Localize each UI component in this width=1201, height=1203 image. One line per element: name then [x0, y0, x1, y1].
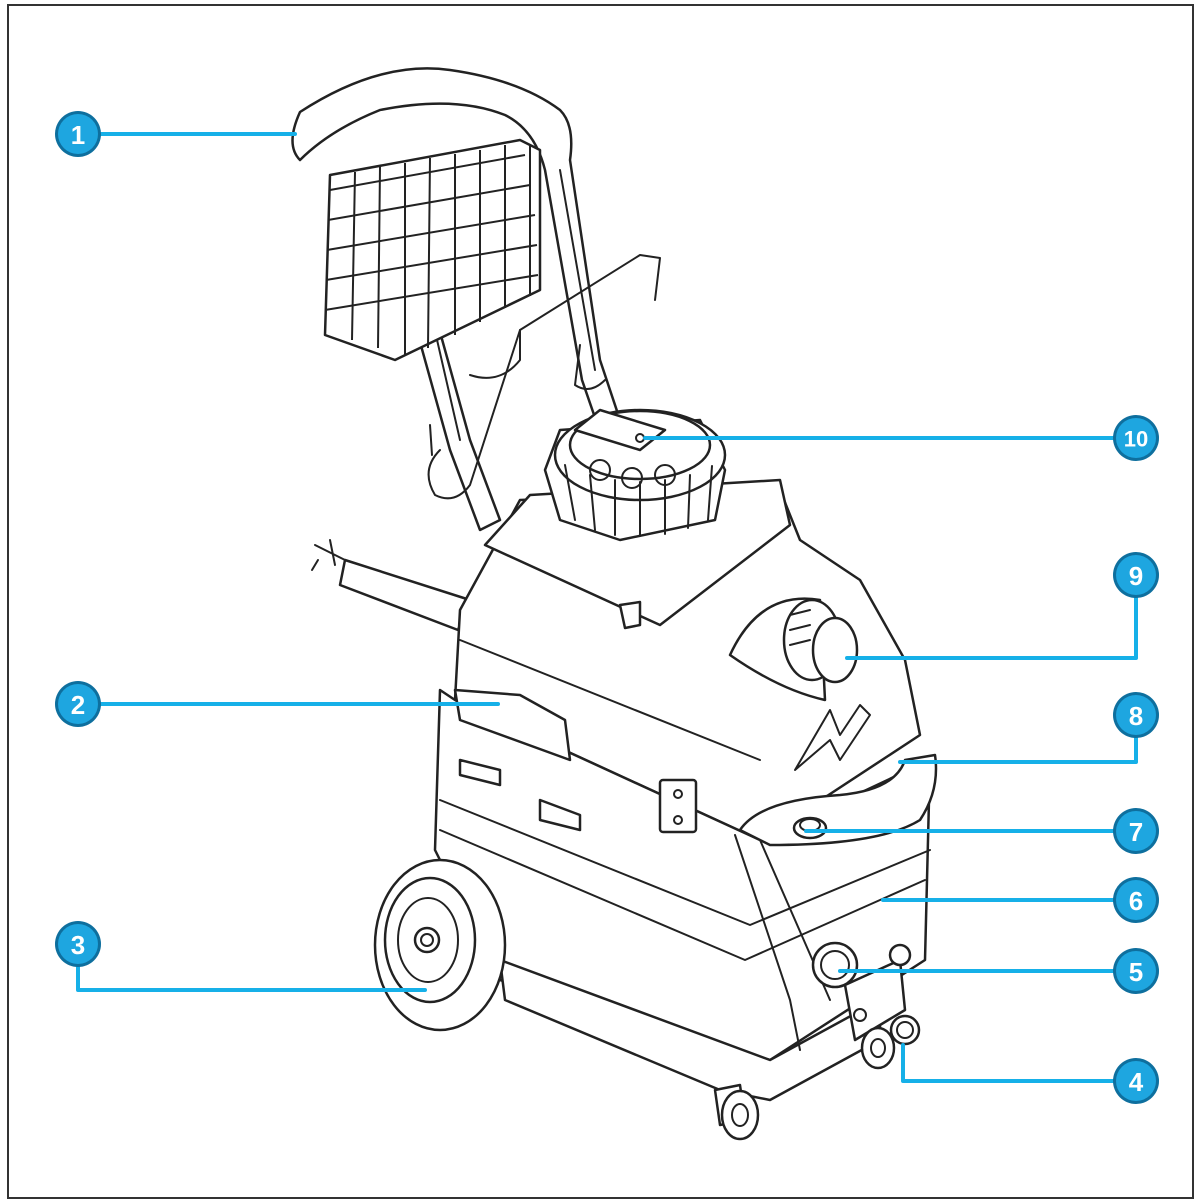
leader-line-9	[845, 595, 1138, 660]
callout-4: 4	[1113, 1058, 1159, 1104]
callout-badge-inner-2	[58, 684, 98, 724]
callout-5: 5	[1113, 948, 1159, 994]
callout-number-7: 7	[1129, 817, 1143, 847]
callout-6: 6	[1113, 877, 1159, 923]
callout-1: 1	[55, 111, 101, 157]
machine-illustration	[291, 67, 938, 1141]
front-fittings	[811, 941, 921, 1046]
callout-number-9: 9	[1129, 561, 1143, 591]
callout-badge-inner-1	[58, 114, 98, 154]
callout-number-3: 3	[71, 930, 85, 960]
callout-number-1: 1	[71, 120, 85, 150]
callout-badge-inner-4	[1116, 1061, 1156, 1101]
leader-line-4	[901, 1043, 1116, 1083]
leader-line-3	[76, 964, 427, 992]
hose-hooks	[427, 254, 661, 500]
callout-number-5: 5	[1129, 957, 1143, 987]
tank-lid	[483, 408, 792, 630]
callout-number-4: 4	[1129, 1067, 1144, 1097]
callout-badge-inner-6	[1116, 880, 1156, 920]
rear-wheel	[373, 858, 507, 1032]
side-tube	[311, 539, 472, 632]
wire-basket	[323, 138, 542, 362]
vacuum-inlet	[728, 597, 859, 702]
callout-9: 9	[1113, 552, 1159, 598]
callout-badge-inner-8	[1116, 695, 1156, 735]
callout-badge-inner-5	[1116, 951, 1156, 991]
callout-number-10: 10	[1124, 427, 1148, 452]
callout-badge-inner-3	[58, 924, 98, 964]
callout-2: 2	[55, 681, 101, 727]
diagram-frame	[7, 4, 1194, 1199]
leader-lines	[76, 132, 1138, 1083]
callouts: 1 2 3 4 5 6 7 8 9 10	[55, 111, 1159, 1104]
callout-8: 8	[1113, 692, 1159, 738]
callout-3: 3	[55, 921, 101, 967]
front-casters	[713, 1026, 896, 1141]
callout-number-6: 6	[1129, 886, 1143, 916]
callout-number-2: 2	[71, 690, 85, 720]
callout-badge-inner-10	[1116, 418, 1156, 458]
callout-number-8: 8	[1129, 701, 1143, 731]
leader-line-8	[898, 735, 1138, 764]
callout-badge-inner-7	[1116, 811, 1156, 851]
callout-7: 7	[1113, 808, 1159, 854]
callout-10: 10	[1113, 415, 1159, 461]
callout-badge-inner-9	[1116, 555, 1156, 595]
